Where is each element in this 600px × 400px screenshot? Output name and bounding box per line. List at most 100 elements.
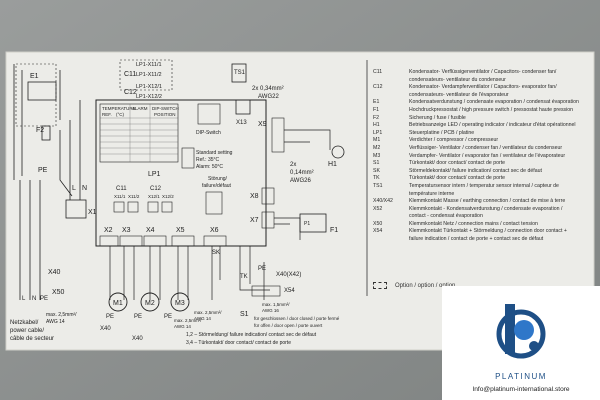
p1-label: P1: [304, 221, 310, 227]
x8-cable-3: AWG26: [290, 178, 311, 184]
motor-m2-label: M2: [145, 300, 155, 307]
legend-description: condensateurs- ventilateur de l'évaporat…: [409, 91, 509, 98]
legend-description: Kondensator- Verdampferventilator / Capa…: [409, 84, 557, 91]
option-text: Option / option / option: [395, 283, 456, 290]
x6-label: X6: [210, 227, 219, 234]
legend-code: X40/X42: [373, 198, 393, 205]
c11-pin-2: X11/2: [128, 194, 140, 199]
motor-wires: [109, 246, 221, 300]
h1-wires: [284, 129, 331, 150]
table-sub-ref: REF.: [102, 112, 112, 117]
legend-row: X40/X42 Klemmkontakt Masse / earthing con…: [373, 198, 591, 206]
bottom-awg3-2: AWG 14: [174, 324, 191, 329]
sk-label: SK: [212, 250, 220, 256]
legend-code: TK: [373, 175, 380, 182]
platinum-logo-icon: [496, 304, 546, 359]
c12-pin-2: X12/2: [162, 194, 174, 199]
mains-wires: [19, 180, 41, 300]
legend-description: Türkontakt/ door contact/ contact de por…: [409, 160, 506, 167]
table-sub-position: POSITION: [154, 112, 176, 117]
ts1-label: TS1: [234, 70, 246, 76]
h1-led-symbol: [331, 145, 345, 159]
legend-code: M1: [373, 137, 381, 144]
bottom-awg3-1: max. 2,5mm²/: [174, 318, 202, 323]
x54-terminal: [251, 285, 281, 297]
dip-table-lines: [100, 104, 178, 162]
legend-code: C12: [373, 84, 383, 91]
bottom-awg-2: AWG 14: [194, 316, 211, 321]
connector-x11-1: LP1-X11/1: [136, 62, 162, 68]
door-open-note: für offen / door open / porte ouvert: [254, 323, 323, 328]
x5-label: X5: [176, 227, 185, 234]
legend-description: Kondensatverdunstung / condensate evapor…: [409, 99, 579, 106]
motor-m1-label: M1: [113, 300, 123, 307]
legend-description: Klemmkontakt Türkontakt + Störmeldung / …: [409, 228, 567, 235]
x40-bottom-1: X40: [100, 326, 111, 332]
bottom-awg2-2: AWG 16: [262, 308, 279, 313]
pe-label: PE: [38, 167, 48, 174]
x50-label: X50: [52, 289, 65, 296]
x40-left-label: X40: [48, 269, 61, 276]
x2-label: X2: [104, 227, 113, 234]
x8-terminal: [261, 187, 275, 205]
pe-bottom-3: PE: [164, 314, 172, 320]
x54-label: X54: [284, 288, 295, 294]
bottom-awg2-1: max. 1,5mm²/: [262, 302, 290, 307]
door-closed-note: für geschlossen / door closed / porte fe…: [254, 316, 340, 321]
c11-top-label: C11: [124, 71, 136, 78]
x7-label: X7: [250, 217, 259, 224]
option-note: Option / option / option: [373, 282, 455, 289]
pcb-connectors: [113, 201, 173, 213]
connector-x11-2: LP1-X11/2: [136, 72, 162, 78]
x8-cable-2: 0,14mm²: [290, 170, 314, 176]
legend-description: Hochdruckpressostat / high pressure swit…: [409, 106, 574, 113]
x9-label: X9: [258, 121, 267, 128]
dip-switch-label: DIP-Switch: [196, 130, 221, 136]
fuse-label: F2: [36, 127, 44, 134]
supply-n: N: [32, 296, 36, 302]
standard-setting-3: Alarm: 50°C: [196, 164, 223, 170]
motor-m3-symbol: [170, 292, 190, 312]
alarm-note-1: 1,2 – Störmeldung/ failure indication/ c…: [186, 332, 317, 338]
legend-code: X54: [373, 228, 383, 235]
pe-bottom-1: PE: [106, 314, 114, 320]
x4-label: X4: [146, 227, 155, 234]
x8-cable-1: 2x: [290, 162, 296, 168]
legend-row: failure indication / contact de porte + …: [373, 236, 591, 244]
dip-table: [99, 103, 179, 163]
legend-description: Kondensator- Verflüssigerventilator / Ca…: [409, 69, 557, 75]
door-wires: [239, 246, 270, 300]
legend-description: Verdampfer- Ventilator / evaporator fan …: [409, 152, 566, 159]
heater-e1-symbol: [27, 81, 57, 101]
dip-switch-small: [181, 147, 195, 169]
table-sub-unit: (°C): [116, 112, 125, 117]
legend-description: Klemmkontakt Masse / earthing connection…: [409, 198, 566, 205]
motor-m3-label: M3: [175, 300, 185, 307]
c11-pin-1: X11/1: [114, 194, 126, 199]
x9-terminal-block: [271, 117, 285, 153]
legend-row: C12 Kondensator- Verdampferventilator / C…: [373, 84, 591, 92]
x40x42-label: X40(X42): [276, 272, 301, 278]
table-header-temp: TEMPERATURE: [102, 106, 136, 111]
legend-description: Steuerplatine / PCB / platine: [409, 129, 475, 136]
connector-x12-2: LP1-X12/2: [136, 94, 162, 100]
supply-cable-2: power cable/: [10, 328, 44, 334]
legend-description: température interne: [409, 190, 455, 197]
terminal-n: N: [82, 185, 87, 192]
e1-option-frame: [15, 63, 57, 127]
connector-x12-1: LP1-X12/1: [136, 84, 162, 90]
watermark-badge: PLATINUM Info@platinum-international.sto…: [442, 286, 600, 400]
table-header-alarm: ALARM: [132, 106, 148, 111]
legend-description: Klemmkontakt - Kondensatverdunstung / co…: [409, 205, 563, 212]
legend-code: [373, 77, 409, 85]
dip-switch-symbol: [197, 103, 221, 125]
legend-row: contact - condensat évaporation: [373, 213, 591, 221]
